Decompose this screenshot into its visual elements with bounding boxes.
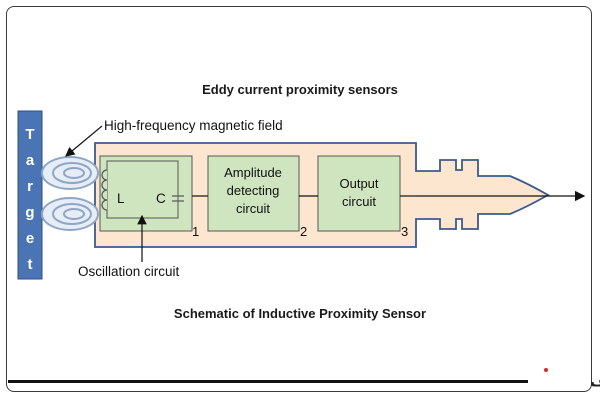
amplitude-label-line-1: Amplitude [224,165,282,180]
output-circuit-block [317,155,401,232]
target-letter-4: g [25,204,34,221]
footer-bar [8,380,528,383]
brand-logo: پیکاف [590,372,600,391]
oscillation-circuit-label: Oscillation circuit [78,264,180,279]
target-bar [17,110,43,280]
amplitude-label-line-2: detecting [227,183,280,198]
stage-number-3: 3 [401,224,408,239]
inductor-label: L [117,191,125,206]
magnetic-field-pointer [65,125,103,157]
output-label-line-2: circuit [342,194,376,209]
capacitor-icon [172,195,184,202]
target-letter-6: t [28,256,33,273]
stage-number-2: 2 [300,224,307,239]
diagram-title: Eddy current proximity sensors [202,82,398,97]
slide-frame [6,6,592,392]
amplitude-label-line-3: circuit [236,201,270,216]
diagram-caption: Schematic of Inductive Proximity Sensor [174,306,426,321]
amplitude-detecting-block [207,155,300,232]
magnetic-field-coils [41,156,99,231]
logo-accent-dot [544,368,548,372]
stage-number-1: 1 [192,224,199,239]
target-letter-3: r [27,178,33,195]
target-letter-2: a [26,152,35,169]
capacitor-label: C [156,191,166,206]
target-letter-1: T [25,126,34,143]
inductor-coil-icon [101,169,108,211]
magnetic-field-label: High-frequency magnetic field [104,118,283,133]
output-label-line-1: Output [339,176,378,191]
target-letter-5: e [26,230,34,247]
